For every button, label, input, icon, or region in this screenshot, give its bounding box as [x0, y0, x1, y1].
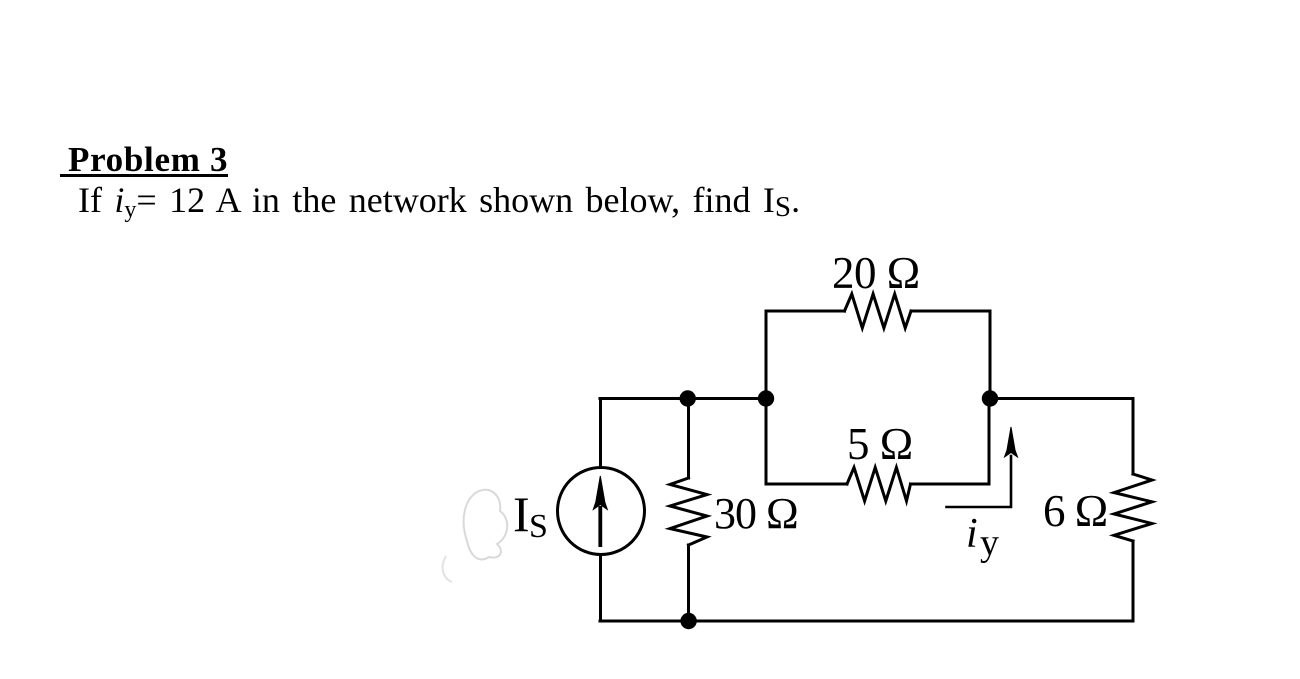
svg-text:S: S	[529, 508, 547, 545]
svg-text:I: I	[513, 486, 529, 542]
svg-text:5 Ω: 5 Ω	[847, 419, 913, 469]
svg-text:y: y	[980, 522, 999, 564]
svg-text:i: i	[966, 511, 977, 557]
svg-text:20 Ω: 20 Ω	[832, 248, 920, 298]
svg-text:30 Ω: 30 Ω	[714, 489, 798, 538]
svg-text:6 Ω: 6 Ω	[1043, 486, 1107, 536]
